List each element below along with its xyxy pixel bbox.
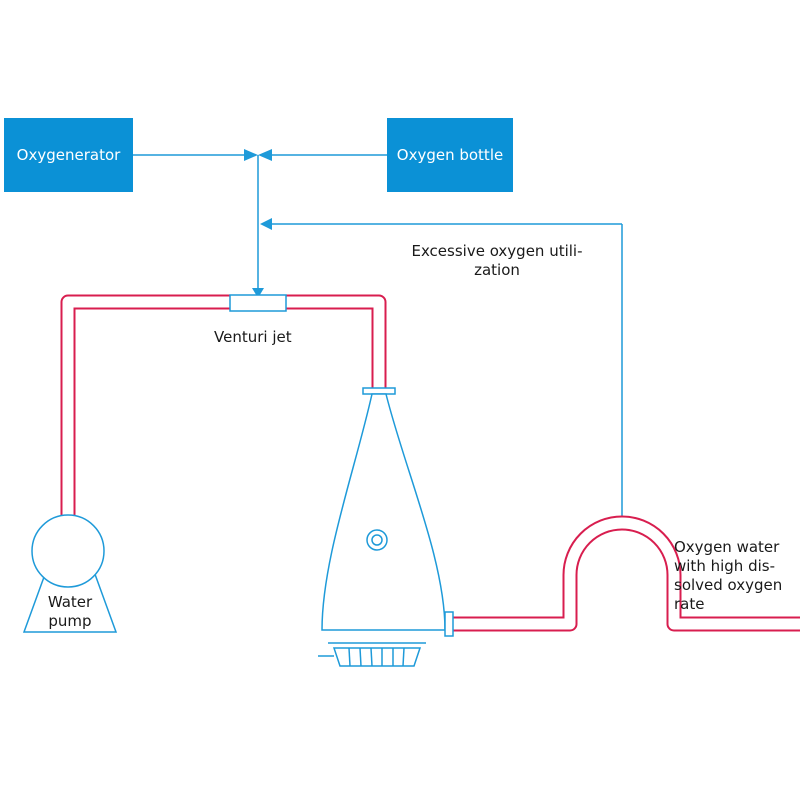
water-pump-label-line2: pump	[48, 612, 92, 630]
oxygenation-tank	[318, 387, 454, 667]
output-label-line2: with high dis-	[674, 557, 775, 575]
excess-oxygen-label: Excessive oxygen utili- zation	[402, 242, 592, 280]
excess-oxygen-label-line2: zation	[474, 261, 520, 279]
output-pipe-inner	[452, 517, 800, 630]
output-label: Oxygen water with high dis- solved oxyge…	[674, 538, 798, 614]
arrowheads	[244, 149, 272, 298]
venturi-jet	[229, 294, 287, 312]
arrow-from-oxygenerator	[244, 149, 258, 161]
oxygen-supply-lines	[133, 154, 623, 518]
tank-base-slats	[348, 647, 405, 667]
pump-body	[31, 514, 105, 588]
tank-outlet-flange	[444, 611, 454, 637]
output-label-line1: Oxygen water	[674, 538, 780, 556]
oxygen-bottle-label: Oxygen bottle	[396, 146, 504, 164]
oxygen-bottle-box: Oxygen bottle	[387, 118, 513, 192]
water-pump-label-line1: Water	[47, 593, 93, 611]
oxygenerator-box: Oxygenerator	[4, 118, 133, 192]
output-label-line4: rate	[674, 595, 705, 613]
oxygenerator-label: Oxygenerator	[16, 146, 121, 164]
tank-top-flange	[362, 387, 396, 395]
arrow-recycle	[260, 218, 272, 230]
water-pipes	[60, 294, 800, 632]
water-pump	[22, 514, 118, 633]
arrow-from-oxygen-bottle	[258, 149, 272, 161]
tank-sight-glass-inner	[371, 534, 383, 546]
output-label-line3: solved oxygen	[674, 576, 783, 594]
pipe-inner	[62, 296, 385, 520]
excess-oxygen-label-line1: Excessive oxygen utili-	[411, 242, 583, 260]
venturi-jet-label: Venturi jet	[214, 328, 292, 346]
tank-body	[321, 393, 446, 631]
water-pump-label: Water pump	[24, 593, 116, 631]
tank-base	[332, 647, 422, 667]
arrow-into-venturi	[252, 288, 264, 298]
